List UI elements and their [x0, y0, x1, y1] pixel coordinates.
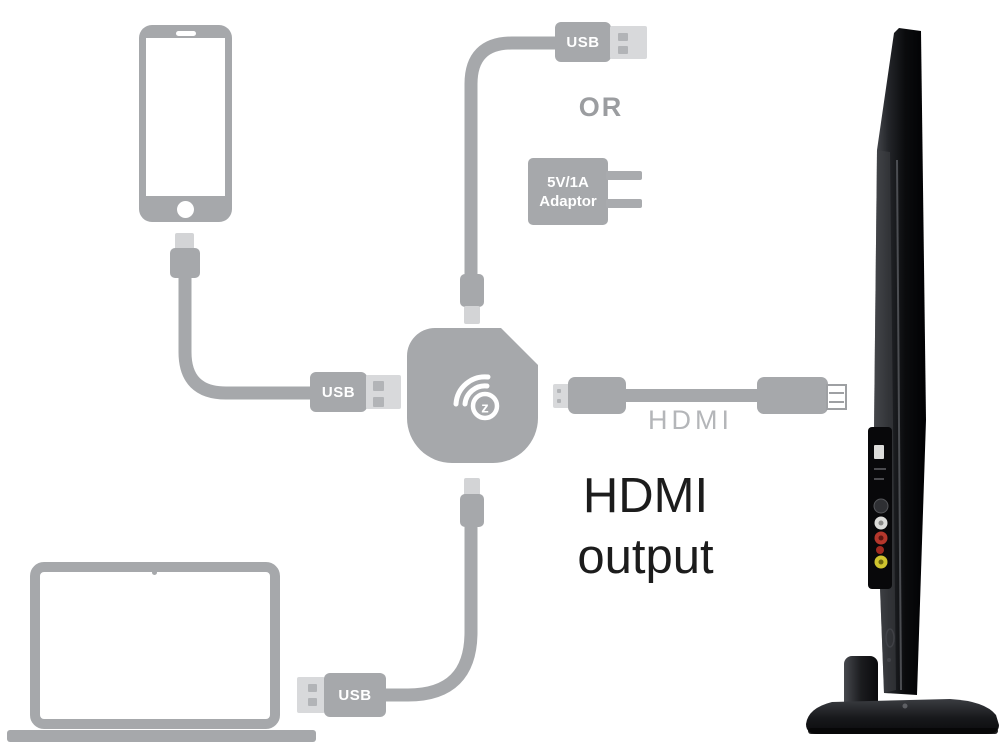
- tv-stand-neck: [844, 656, 878, 712]
- adaptor-prong-bottom: [606, 199, 642, 208]
- hdmi-output-caption: HDMI output: [558, 466, 733, 588]
- smartphone-icon: [139, 25, 232, 222]
- micro-usb-plug-top-of-dongle: [460, 274, 484, 307]
- hdmi-output-line1: HDMI: [582, 469, 709, 523]
- micro-usb-plug-tip: [175, 233, 194, 250]
- rca-red-jack-small: [876, 546, 884, 554]
- usb-plug-label: USB: [338, 686, 372, 704]
- tv-connector-panel: [868, 427, 892, 589]
- hdmi-plug-body-left: [568, 377, 626, 414]
- adaptor-prong-top: [606, 171, 642, 180]
- hdmi-cable-label: HDMI: [648, 405, 733, 435]
- usb-plug-tip-left: [366, 375, 401, 409]
- usb-plug-icon-top: USB: [555, 22, 611, 62]
- usb-plug-label: USB: [321, 383, 356, 401]
- micro-usb-plug-tip-bottom-of-dongle: [464, 478, 480, 496]
- laptop-camera-dot: [152, 570, 157, 575]
- hdmi-plug-tip-right: [826, 384, 847, 410]
- phone-home-button: [177, 201, 194, 218]
- tv-av-knob: [873, 498, 889, 514]
- hdmi-plug-tip-left: [553, 384, 570, 408]
- hdmi-cable-icon: [622, 389, 762, 402]
- phone-usb-cable: [178, 264, 316, 400]
- hdmi-plug-body-right: [757, 377, 828, 414]
- micro-usb-plug-bottom-of-dongle: [460, 494, 484, 527]
- usb-plug-label: USB: [566, 33, 600, 51]
- micro-usb-plug-icon: [170, 248, 200, 278]
- adaptor-label-line2: Adaptor: [539, 192, 597, 210]
- laptop-usb-cable: [380, 518, 478, 702]
- or-label: OR: [578, 92, 624, 122]
- ezcast-logo-icon: z: [453, 374, 500, 421]
- phone-speaker: [176, 31, 196, 36]
- logo-glyph: z: [481, 400, 489, 417]
- micro-usb-plug-tip-top-of-dongle: [464, 306, 480, 324]
- tv-edge-highlight: [896, 159, 902, 691]
- usb-plug-icon-left: USB: [310, 372, 367, 412]
- laptop-icon: [30, 562, 280, 729]
- power-adaptor-icon: 5V/1A Adaptor: [528, 158, 608, 225]
- usb-plug-tip-top: [610, 26, 647, 59]
- power-usb-cable: [464, 36, 556, 280]
- phone-screen: [146, 38, 225, 196]
- tv-stand-base: [806, 699, 999, 734]
- tv-side-icon: [806, 28, 999, 734]
- usb-plug-icon-bottom: USB: [324, 673, 386, 717]
- tv-reflection: [885, 628, 895, 648]
- adaptor-label-line1: 5V/1A: [547, 173, 589, 191]
- hdmi-output-line2: output: [577, 530, 714, 584]
- laptop-base: [7, 730, 316, 742]
- wireless-display-dongle-icon: z: [407, 328, 538, 463]
- usb-plug-tip-bottom: [297, 677, 325, 713]
- tv-usb-port: [874, 445, 884, 459]
